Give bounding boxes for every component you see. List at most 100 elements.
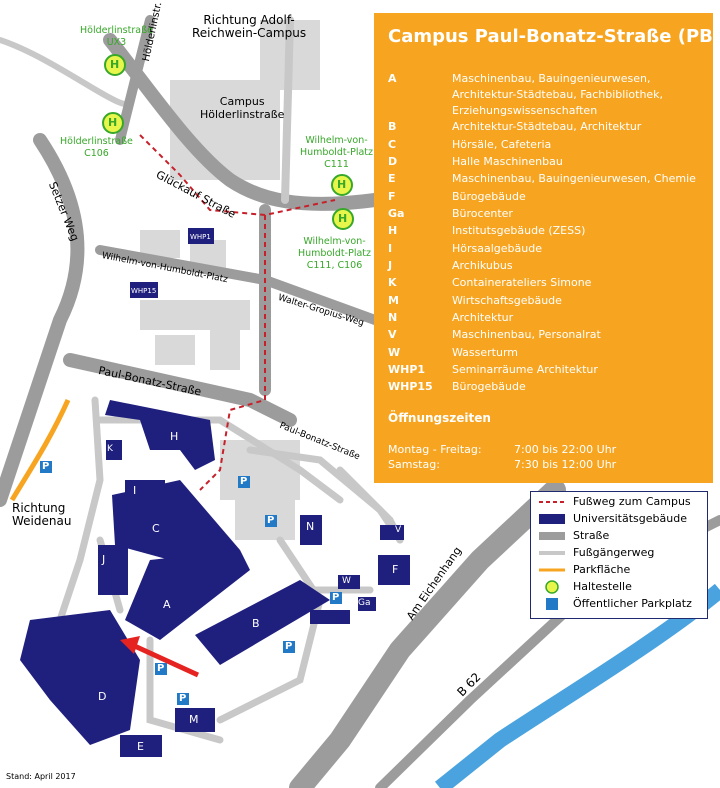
footpath [216,536,324,724]
grey-building [140,300,250,330]
building-description: Halle Maschinenbau [452,155,563,168]
building-description: Architektur [452,311,514,324]
building-description: Architektur-Städtebau, Architektur [452,120,642,133]
building-label: K [107,444,113,454]
legend-item: Universitätsgebäude [537,511,705,527]
building-description: Hörsaalgebäude [452,242,542,255]
bus-stop-label: Hölderlinstraße C106 [60,136,133,159]
bus-stop-symbol: H [337,178,347,191]
west-direction-label: Richtung Weidenau [12,501,72,528]
building-b [195,580,330,665]
building-code: WHP1 [388,363,426,376]
grey-building [210,330,240,370]
building-label: D [98,690,107,703]
street-icon [539,532,565,540]
dashed-line-icon [539,501,565,503]
stand-label: Stand: April 2017 [6,772,76,781]
parking-icon [283,641,295,653]
arrow-shaft [126,640,200,678]
parking-area [9,398,71,502]
other-buildings [140,20,320,540]
parking-icon [238,476,250,488]
parking-icon [265,515,277,527]
building-a [125,550,250,640]
building-icon [539,514,565,524]
footpath-icon [539,551,565,555]
street-north [281,16,294,204]
building-d [20,610,140,745]
footpath-to-campus [139,134,336,491]
parking-icon [330,592,342,604]
bus-stop-icon [102,112,124,134]
street-eichenhang [289,479,566,788]
building-label: E [137,740,144,753]
hoelderlin-campus-label: Campus Hölderlinstraße [200,95,285,121]
building-label: W [342,576,351,586]
building-e [120,735,162,757]
bus-stop-symbol: H [338,212,348,225]
legend-label: Haltestelle [573,580,632,593]
hours-time: 7:30 bis 12:00 Uhr [514,458,617,471]
building-code: D [388,155,398,168]
building-w [338,575,360,589]
building-code: F [388,190,396,203]
building-label: I [133,484,137,497]
bus-stop-label: Hölderlinstraße UX3 [80,25,153,48]
footpath [56,396,104,624]
building-code: E [388,172,396,185]
building-label: C [152,522,160,535]
university-buildings [20,228,410,757]
building-m [175,708,215,732]
building-description: Bürogebäude [452,190,526,203]
legend-label: Parkfläche [573,563,631,576]
building-label: B [252,617,260,630]
building-description: Maschinenbau, Personalrat [452,328,601,341]
building-k [106,440,122,460]
parking-icon [177,693,189,705]
bus-stop-label: Wilhelm-von- Humboldt-Platz C111 [300,135,373,170]
building-description: Maschinenbau, Bauingenieurwesen, Chemie [452,172,696,185]
location-arrow [120,636,200,678]
building-label: V [395,525,402,535]
building-description: Archikubus [452,259,513,272]
building-description: Wasserturm [452,346,518,359]
grey-building [140,230,180,258]
parking-icons [40,461,342,705]
building-whp1 [188,228,214,244]
north-direction-label: Richtung Adolf- Reichwein-Campus [192,13,307,40]
building-description: Maschinenbau, Bauingenieurwesen, Archite… [452,72,664,117]
building-label: WHP15 [131,287,157,295]
building-label: WHP1 [190,233,211,241]
bus-stop-label: Wilhelm-von- Humboldt-Platz C111, C106 [298,236,371,271]
building-n [300,515,322,545]
building-code: V [388,328,397,341]
building-v [380,525,404,540]
hours-time: 7:00 bis 22:00 Uhr [514,443,617,456]
building-code: B [388,120,397,133]
legend-item: Fußgängerweg [537,545,705,561]
building-description: Bürocenter [452,207,513,220]
street-setzer [0,133,85,507]
building-j [98,545,128,595]
building-code: M [388,294,399,307]
street-bonatz [63,353,297,427]
bus-stop-symbol: H [108,116,118,129]
building-description: Containerateliers Simone [452,276,592,289]
parking-symbol: P [157,663,165,674]
building-code: K [388,276,397,289]
legend-label: Öffentlicher Parkplatz [573,597,692,610]
hours-title: Öffnungszeiten [388,411,491,425]
building-ga [358,597,376,611]
bus-stop-icon [332,208,354,230]
building-description: Bürogebäude [452,380,526,393]
parking-icon [546,598,558,610]
building-label: H [170,430,179,443]
building-label: N [306,520,315,533]
building-description: Wirtschaftsgebäude [452,294,562,307]
bus-stop-icon [331,174,353,196]
building-whp15 [130,282,158,298]
building-f [378,555,410,585]
building-i [125,480,165,510]
